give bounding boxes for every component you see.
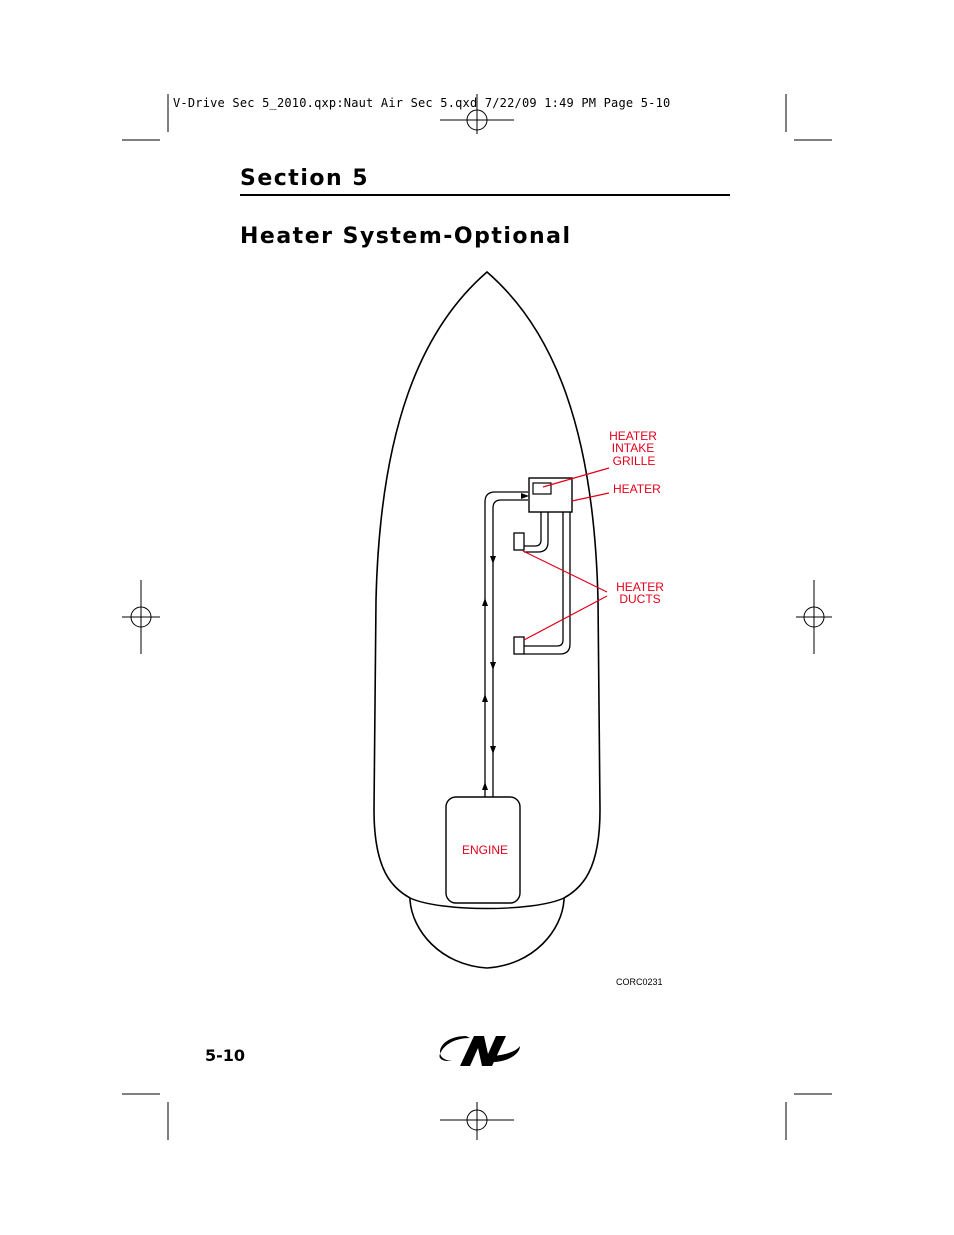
label-heater: HEATER [613,482,661,496]
flow-arrows [482,493,529,790]
engine-box [445,796,521,904]
duct-outlet-upper [513,532,525,551]
file-slug: V-Drive Sec 5_2010.qxp:Naut Air Sec 5.qx… [173,96,671,110]
page-title: Heater System-Optional [240,224,572,249]
coolant-hoses [484,491,528,797]
section-rule [240,194,730,196]
intake-grille [532,482,552,495]
registration-mark-top [440,94,514,134]
transom-line [409,897,565,910]
label-heater-ducts-2: DUCTS [619,592,660,606]
label-engine: ENGINE [462,843,508,857]
label-intake-grille-1: HEATER [609,429,657,443]
registration-mark-left [122,580,160,654]
section-title: Section 5 [240,166,370,191]
page-number: 5-10 [205,1046,246,1065]
registration-mark-bottom [440,1102,514,1140]
label-intake-grille-3: GRILLE [613,454,656,468]
boat-hull [373,270,601,969]
label-heater-ducts-1: HEATER [616,580,664,594]
heater-ducts [524,512,571,655]
duct-outlet-lower [513,636,525,655]
figure-code: CORC0231 [616,977,663,987]
leader-lines [522,467,610,641]
label-intake-grille-2: INTAKE [612,441,654,455]
nautique-logo-icon [439,1036,520,1066]
registration-mark-right [796,580,832,654]
